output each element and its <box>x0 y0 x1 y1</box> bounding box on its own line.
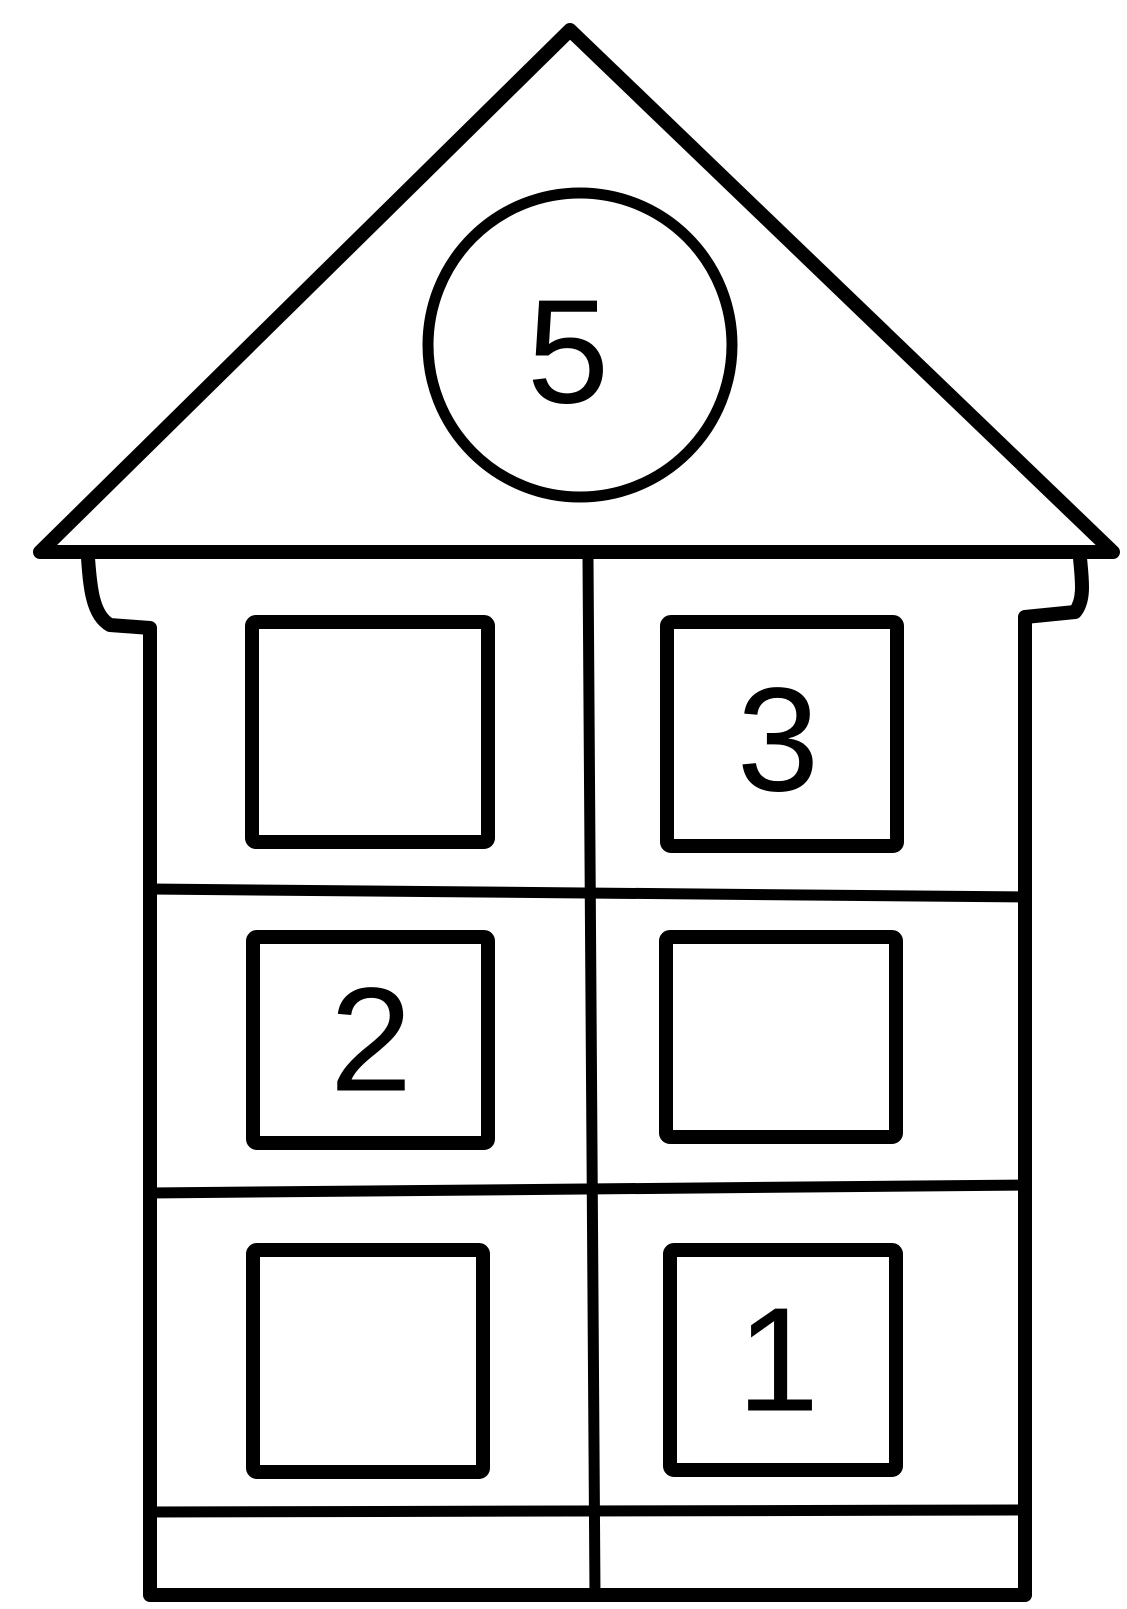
house-body <box>88 558 1082 1595</box>
floor-line-lower <box>150 1185 1025 1193</box>
window-bottom-right-label: 1 <box>737 1278 819 1443</box>
roof-number: 5 <box>527 270 609 435</box>
window-middle-right <box>666 937 896 1137</box>
window-bottom-left <box>253 1250 483 1472</box>
center-divider <box>588 558 595 1595</box>
window-top-left <box>252 622 488 842</box>
window-top-right-label: 3 <box>737 658 819 823</box>
roof: 5 <box>40 30 1113 552</box>
foundation-line <box>150 1510 1025 1512</box>
windows: 3 2 1 <box>252 622 897 1472</box>
window-middle-left-label: 2 <box>330 958 412 1123</box>
floor-line-upper <box>150 889 1025 897</box>
